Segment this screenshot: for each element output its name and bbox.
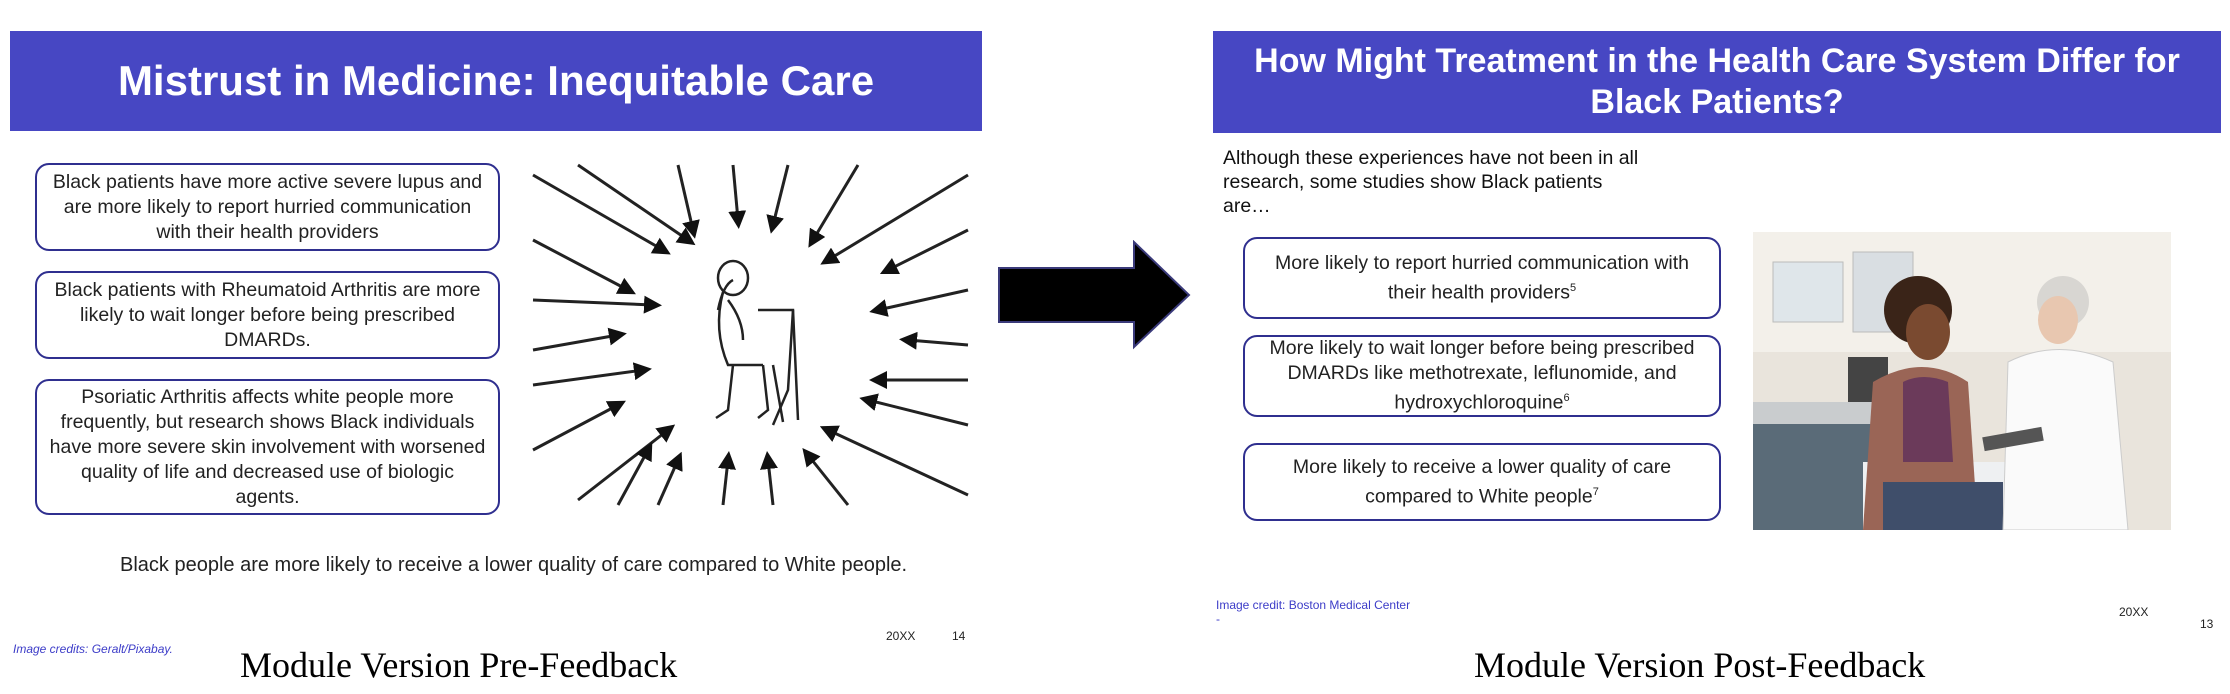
left-box-1-text: Black patients have more active severe l… — [52, 170, 483, 243]
left-page-number: 14 — [952, 629, 966, 643]
left-box-3: Psoriatic Arthritis affects white people… — [35, 379, 500, 515]
right-title-banner: How Might Treatment in the Health Care S… — [1213, 31, 2221, 133]
right-box-1-text: More likely to report hurried communicat… — [1255, 251, 1709, 306]
arrows-sketch-illustration — [532, 163, 969, 506]
left-footer-date: 20XX — [886, 629, 916, 643]
right-box-2-text: More likely to wait longer before being … — [1255, 336, 1709, 416]
right-box-3-ref: 7 — [1592, 485, 1599, 498]
right-box-2-ref: 6 — [1563, 392, 1570, 405]
caption-pre-feedback: Module Version Pre-Feedback — [240, 645, 678, 685]
left-bottom-text: Black people are more likely to receive … — [120, 554, 908, 576]
right-box-2-label: More likely to wait longer before being … — [1269, 337, 1695, 414]
right-intro-text: Although these experiences have not been… — [1223, 147, 1639, 217]
right-box-2: More likely to wait longer before being … — [1243, 335, 1721, 417]
right-image-credit: Image credit: Boston Medical Center — [1216, 598, 1411, 612]
left-box-2-text: Black patients with Rheumatoid Arthritis… — [54, 278, 481, 351]
patient-doctor-photo — [1753, 232, 2171, 530]
caption-post-feedback: Module Version Post-Feedback — [1474, 645, 1926, 685]
right-box-3: More likely to receive a lower quality o… — [1243, 443, 1721, 521]
right-dash: - — [1216, 612, 1220, 626]
left-image-credit: Image credits: Geralt/Pixabay. — [13, 642, 173, 656]
right-box-1-ref: 5 — [1569, 281, 1577, 294]
right-page-number: 13 — [2200, 617, 2214, 631]
left-box-2: Black patients with Rheumatoid Arthritis… — [35, 271, 500, 359]
right-arrow-icon — [998, 240, 1191, 350]
left-box-1: Black patients have more active severe l… — [35, 163, 500, 251]
left-title: Mistrust in Medicine: Inequitable Care — [117, 57, 875, 104]
right-title: How Might Treatment in the Health Care S… — [1254, 42, 2180, 121]
right-box-1: More likely to report hurried communicat… — [1243, 237, 1721, 319]
inward-arrows — [532, 163, 969, 506]
right-footer-date: 20XX — [2119, 605, 2149, 619]
left-title-banner: Mistrust in Medicine: Inequitable Care — [10, 31, 982, 131]
left-box-3-text: Psoriatic Arthritis affects white people… — [49, 385, 486, 508]
right-box-1-label: More likely to report hurried communicat… — [1275, 251, 1689, 304]
right-box-3-text: More likely to receive a lower quality o… — [1255, 455, 1709, 510]
right-box-3-label: More likely to receive a lower quality o… — [1292, 455, 1672, 508]
seated-figure — [715, 259, 800, 426]
